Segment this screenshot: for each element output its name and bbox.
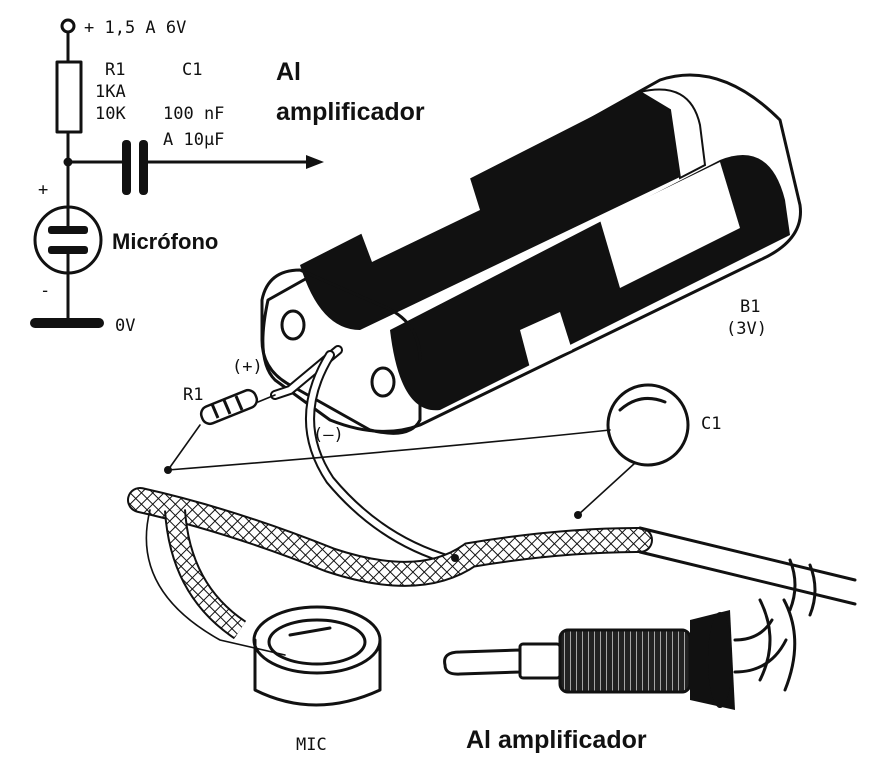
ground-label: 0V <box>115 316 135 336</box>
pictorial-drawing: B1 (3V) (+) (–) R1 C1 <box>127 73 857 755</box>
capacitor-lead <box>577 462 636 516</box>
resistor-label: R1 <box>183 385 203 405</box>
solder-joint-2 <box>574 511 582 519</box>
schematic: + 1,5 A 6V R1 1KA 10K C1 100 nF A 10µF +… <box>30 18 425 336</box>
holder-hole-1 <box>280 309 306 341</box>
solder-joint-3 <box>451 554 459 562</box>
supply-terminal <box>60 18 76 34</box>
battery-name: B1 <box>740 297 760 317</box>
resistor-body <box>199 388 259 426</box>
resistor-lead-right <box>257 394 276 403</box>
holder-hole-2 <box>370 366 396 398</box>
minus-lead-label: (–) <box>313 425 344 445</box>
cable-break-mark <box>788 558 817 617</box>
battery-holder: B1 (3V) <box>260 73 802 435</box>
plug-tip <box>443 648 522 676</box>
battery-lead-minus-inner <box>307 352 453 563</box>
cell-back-highlight <box>360 178 480 262</box>
jack-plug <box>443 610 788 710</box>
plus-sign: + <box>38 180 48 200</box>
mic-contact <box>288 626 332 637</box>
mic-wire-outer <box>145 509 286 656</box>
cap-plate-right <box>139 140 148 195</box>
cell-back-cap <box>637 88 707 180</box>
c1-value-a: 100 nF <box>163 104 224 124</box>
resistor-lead-left <box>167 424 201 471</box>
r1-value-b: 10K <box>95 104 126 124</box>
mic-cable-mesh <box>166 509 246 638</box>
capacitor-c1: C1 <box>574 383 721 519</box>
supply-label: + 1,5 A 6V <box>84 18 186 38</box>
battery-cell-back <box>300 89 705 330</box>
plug-collar <box>708 612 732 708</box>
mic-label: MIC <box>296 735 327 755</box>
capacitor-shade <box>618 396 667 412</box>
cell-front-label <box>600 162 740 288</box>
mic-top <box>252 605 382 675</box>
wire-to-capacitor <box>167 429 611 471</box>
ground-bar <box>30 318 104 328</box>
resistor-r1: R1 <box>167 385 276 471</box>
schematic-resistor <box>55 60 83 134</box>
mic-plate-bottom <box>48 246 88 254</box>
plug-cable <box>733 618 788 674</box>
cable-bend <box>758 598 797 692</box>
mic-face <box>267 618 367 666</box>
plus-lead-label: (+) <box>232 357 263 377</box>
cap-plate-left <box>122 140 131 195</box>
battery-value: (3V) <box>726 319 767 339</box>
microphone-capsule: MIC <box>252 605 382 755</box>
solder-joint-1 <box>164 466 172 474</box>
holder-body <box>261 73 802 433</box>
mic-plate-top <box>48 226 88 234</box>
plug-sleeve <box>518 642 562 680</box>
capacitor-label: C1 <box>701 414 721 434</box>
plug-handle <box>558 628 692 694</box>
output-label-line1: Al <box>276 58 301 86</box>
c1-name: C1 <box>182 60 202 80</box>
holder-end-plate <box>260 268 422 435</box>
minus-sign: - <box>40 281 50 301</box>
cell-front-stripe <box>520 312 572 368</box>
mic-body <box>253 638 382 707</box>
r1-value-a: 1KA <box>95 82 126 102</box>
output-label-line2: amplificador <box>276 98 425 126</box>
shielded-cable-mesh <box>129 489 651 585</box>
output-cable <box>638 526 857 606</box>
output-label-bottom: Al amplificador <box>466 726 647 754</box>
output-arrowhead <box>306 155 324 169</box>
capacitor-disc <box>606 383 690 467</box>
c1-value-b: A 10µF <box>163 130 224 150</box>
microphone-label: Micrófono <box>112 229 218 254</box>
resistor-bands <box>210 395 244 419</box>
r1-name: R1 <box>105 60 125 80</box>
